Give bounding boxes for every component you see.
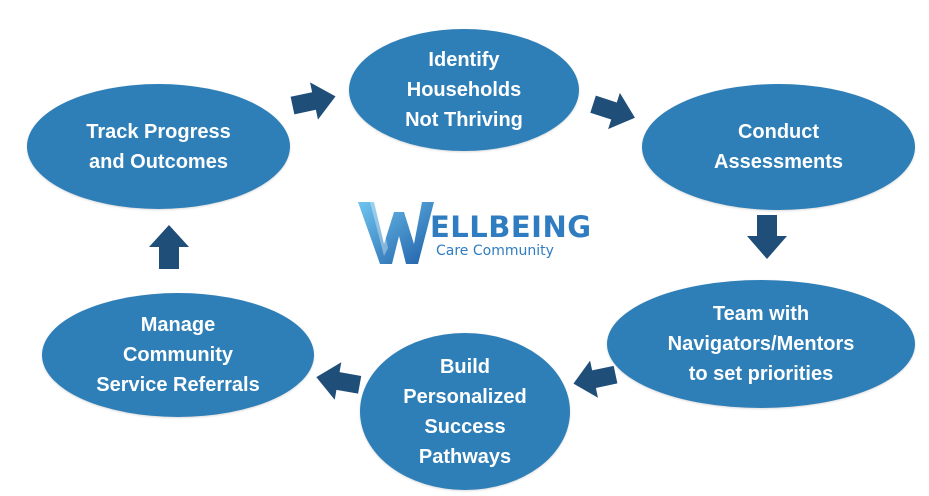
arrow-assess-to-team-icon <box>747 215 787 259</box>
wellbeing-logo: ELLBEING Care Community <box>356 196 591 268</box>
arrow-track-to-identify-icon <box>290 82 336 120</box>
node-label: Track Progress and Outcomes <box>86 120 231 173</box>
node-label: Team with Navigators/Mentors to set prio… <box>667 303 855 385</box>
arrow-team-to-build-icon <box>573 360 618 398</box>
arrow-manage-to-track-icon <box>149 225 189 269</box>
node-track-progress: Track Progress and Outcomes <box>27 84 290 209</box>
arrow-identify-to-assess-icon <box>590 92 635 130</box>
node-build-pathways: Build Personalized Success Pathways <box>360 333 570 490</box>
node-label: Manage Community Service Referrals <box>96 314 260 396</box>
node-label: Build Personalized Success Pathways <box>403 355 527 468</box>
node-identify-households: Identify Households Not Thriving <box>349 29 579 151</box>
node-team-with-navigators: Team with Navigators/Mentors to set prio… <box>607 280 915 408</box>
logo-wordmark: ELLBEING <box>430 210 592 244</box>
node-conduct-assessments: Conduct Assessments <box>642 84 915 210</box>
arrow-build-to-manage-icon <box>316 362 362 400</box>
logo-subtitle: Care Community <box>436 243 554 259</box>
logo-w-mark-icon <box>358 202 434 264</box>
node-manage-referrals: Manage Community Service Referrals <box>42 293 314 417</box>
node-label: Identify Households Not Thriving <box>405 49 523 131</box>
node-label: Conduct Assessments <box>714 121 843 173</box>
